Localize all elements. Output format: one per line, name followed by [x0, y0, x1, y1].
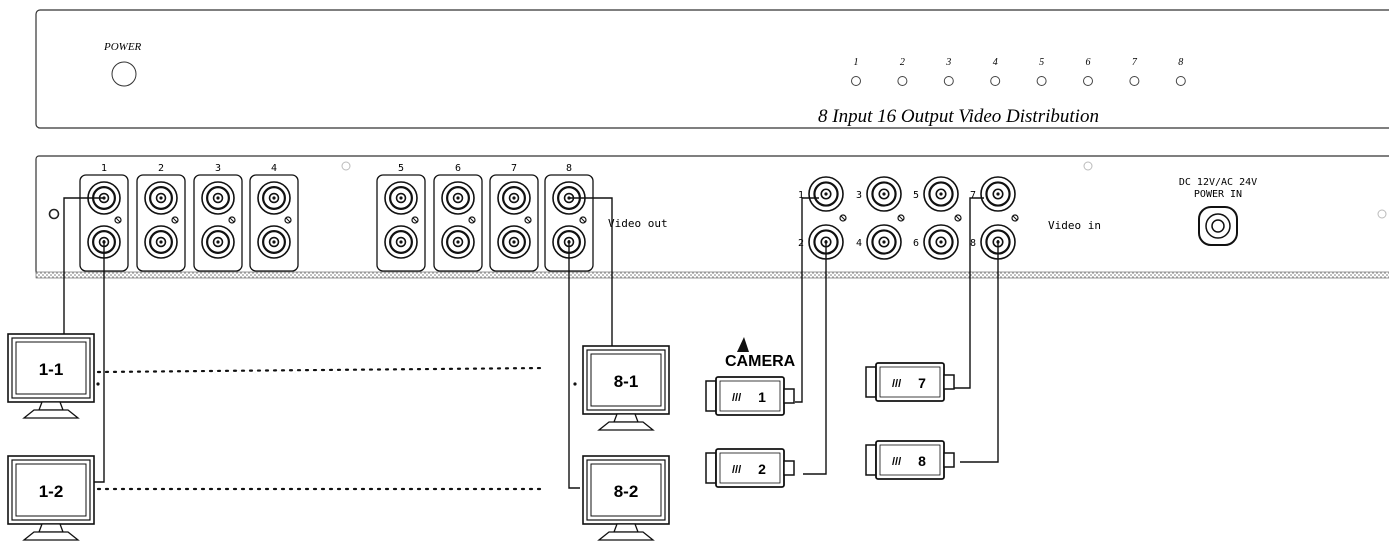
output-number-label: 8 [566, 163, 572, 174]
camera-title: CAMERA [725, 337, 796, 370]
front-panel: POWER 1 2 3 4 5 6 7 8 8 Input 16 Output Video D… [35, 9, 1389, 129]
monitor-group: 1-1 1-2 8-1 8-2 [7, 333, 670, 541]
power-button-icon[interactable] [111, 61, 137, 87]
bnc-connector-icon[interactable] [441, 181, 475, 215]
output-number-label: 4 [271, 163, 277, 174]
input-number-label: 7 [970, 190, 976, 201]
bnc-connector-icon[interactable] [257, 181, 291, 215]
bnc-connector-icon[interactable] [201, 181, 235, 215]
monitor-label: 1-1 [39, 360, 64, 379]
output-number-label: 7 [511, 163, 517, 174]
camera-group: /// 1 /// 2 /// 7 /// 8 [705, 362, 955, 488]
mount-hole-icon [1377, 209, 1387, 219]
bnc-connector-icon[interactable] [866, 176, 902, 212]
svg-text:///: /// [732, 392, 741, 404]
monitor-label: 8-1 [614, 372, 639, 391]
camera-icon: /// 2 [705, 448, 795, 488]
camera-number-label: 2 [758, 461, 766, 477]
monitor-icon: 1-2 [7, 455, 95, 541]
camera-icon: /// 1 [705, 376, 795, 416]
svg-text:///: /// [892, 378, 901, 390]
bnc-connector-icon[interactable] [144, 225, 178, 259]
bnc-connector-icon[interactable] [866, 224, 902, 260]
output-number-label: 6 [455, 163, 461, 174]
camera-icon: /// 8 [865, 440, 955, 480]
led-number-label: 7 [1132, 57, 1138, 68]
channel-led-icon [1036, 76, 1047, 86]
dotted-link-lines [96, 366, 547, 491]
channel-led-icon [851, 76, 861, 86]
bnc-connector-icon[interactable] [257, 225, 291, 259]
led-number-label: 2 [900, 57, 905, 68]
video-in-label: Video in [1048, 219, 1101, 232]
bnc-connector-icon[interactable] [923, 224, 959, 260]
svg-text:///: /// [732, 464, 741, 476]
video-in-connectors: 1 3 5 7 2 4 6 8 [798, 176, 1019, 260]
rear-panel: 1 2 3 4 5 6 7 8 Video out 1 3 5 7 2 4 6 8 Video in DC … [35, 155, 1389, 279]
video-out-label: Video out [608, 217, 668, 230]
power-jack-icon[interactable] [1198, 206, 1238, 246]
input-number-label: 4 [856, 238, 862, 249]
led-number-label: 3 [945, 57, 951, 68]
output-number-label: 5 [398, 163, 404, 174]
power-in-label-line1: DC 12V/AC 24V [1179, 177, 1257, 188]
bnc-connector-icon[interactable] [384, 225, 418, 259]
bnc-connector-icon[interactable] [384, 181, 418, 215]
video-out-connectors: 1 2 3 4 5 6 7 8 [79, 163, 594, 272]
monitor-icon: 8-1 [582, 345, 670, 431]
channel-led-icon [1083, 76, 1093, 86]
mount-hole-icon [341, 161, 351, 171]
bnc-connector-icon[interactable] [144, 181, 178, 215]
led-number-label: 4 [993, 57, 998, 68]
bnc-connector-icon[interactable] [497, 225, 531, 259]
channel-led-icon [1129, 76, 1140, 86]
led-number-label: 8 [1178, 57, 1183, 68]
camera-icon: /// 7 [865, 362, 955, 402]
bnc-connector-icon[interactable] [808, 176, 844, 212]
input-number-label: 8 [970, 238, 976, 249]
led-number-label: 5 [1039, 57, 1044, 68]
channel-led-icon [897, 76, 908, 86]
monitor-label: 1-2 [39, 482, 64, 501]
dotted-link-markers [96, 382, 577, 386]
rear-panel-bottom-edge [35, 271, 1389, 279]
front-led-group: 1 2 3 4 5 6 7 8 [851, 57, 1186, 86]
camera-label: CAMERA [725, 353, 796, 370]
svg-text:///: /// [892, 456, 901, 468]
camera-number-label: 1 [758, 389, 766, 405]
bnc-connector-icon[interactable] [441, 225, 475, 259]
channel-led-icon [990, 76, 1001, 86]
output-number-label: 1 [101, 163, 107, 174]
channel-led-icon [943, 76, 954, 86]
input-number-label: 2 [798, 238, 804, 249]
ground-screw-icon [48, 208, 60, 220]
power-label: POWER [103, 41, 142, 53]
power-in-label-line2: POWER IN [1194, 189, 1242, 200]
camera-number-label: 8 [918, 453, 926, 469]
monitor-icon: 1-1 [7, 333, 95, 419]
output-number-label: 3 [215, 163, 221, 174]
bnc-connector-icon[interactable] [201, 225, 235, 259]
camera-number-label: 7 [918, 375, 926, 391]
bnc-connector-icon[interactable] [923, 176, 959, 212]
front-panel-title: 8 Input 16 Output Video Distribution [818, 106, 1099, 127]
input-number-label: 3 [856, 190, 862, 201]
mount-hole-icon [1083, 161, 1093, 171]
input-number-label: 5 [913, 190, 919, 201]
bnc-connector-icon[interactable] [497, 181, 531, 215]
connection-wires [63, 197, 999, 489]
monitor-icon: 8-2 [582, 455, 670, 541]
bnc-connector-icon[interactable] [980, 176, 1016, 212]
led-number-label: 6 [1086, 57, 1091, 68]
output-number-label: 2 [158, 163, 164, 174]
input-number-label: 6 [913, 238, 919, 249]
led-number-label: 1 [854, 57, 859, 68]
input-number-label: 1 [798, 190, 804, 201]
channel-led-icon [1175, 76, 1186, 86]
monitor-label: 8-2 [614, 482, 639, 501]
